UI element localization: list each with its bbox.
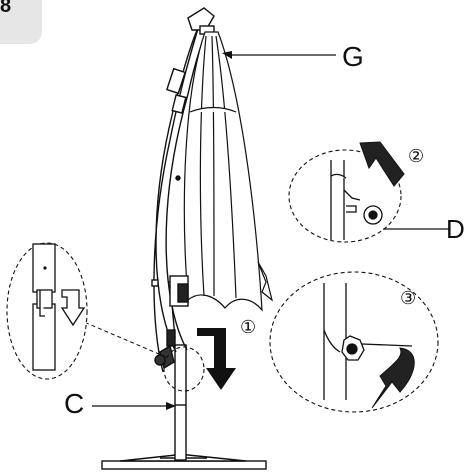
folded-canopy [183, 31, 274, 312]
detail-d: ② D [288, 141, 465, 244]
main-pole [174, 344, 187, 461]
arrow-down-outline [60, 289, 86, 327]
arrow-step-3 [371, 347, 415, 409]
step-number: 8 [0, 0, 11, 17]
label-c: C [64, 388, 176, 419]
detail-lock: ③ [269, 271, 439, 413]
step-1-label: ① [240, 317, 256, 338]
label-g-text: G [342, 41, 364, 72]
label-d-text: D [446, 214, 465, 244]
arrow-step-1: ① [197, 317, 256, 390]
detail-left [6, 242, 88, 380]
step-2-label: ② [408, 146, 424, 167]
arrow-step-2 [359, 141, 405, 187]
step-badge: 8 [0, 0, 42, 44]
top-cap [187, 7, 215, 35]
detail-leader-line [83, 321, 167, 358]
label-c-text: C [64, 388, 84, 419]
step-3-label: ③ [400, 288, 416, 309]
detail-marker-circle [163, 346, 205, 392]
crank-handle [154, 275, 189, 370]
label-g: G [222, 41, 364, 72]
